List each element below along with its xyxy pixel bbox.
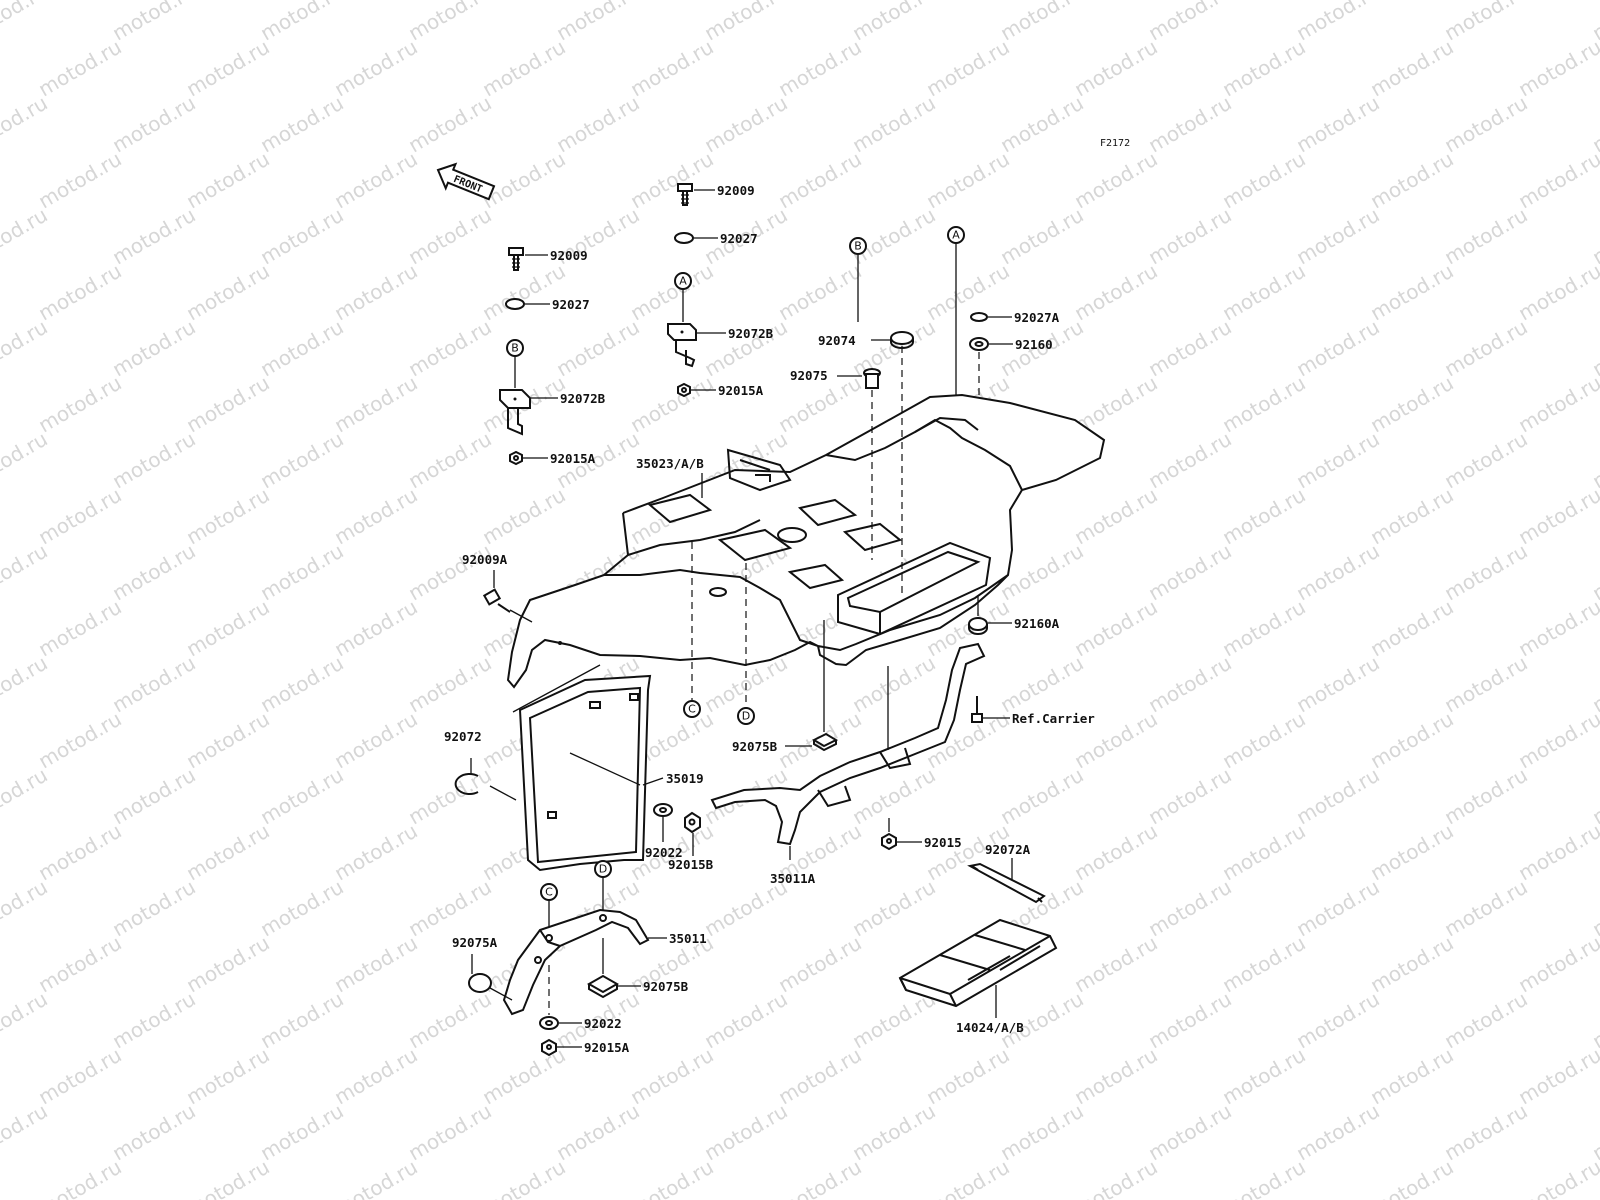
label-92022-bot: 92022: [584, 1016, 622, 1031]
label-92022-mid: 92022: [645, 845, 683, 860]
label-14024: 14024/A/B: [956, 1020, 1024, 1035]
svg-text:B: B: [854, 240, 862, 253]
callout-a-right: A: [947, 226, 965, 244]
label-92075b-bot: 92075B: [643, 979, 689, 994]
bracket-35011: [502, 908, 650, 1016]
label-92009-left: 92009: [550, 248, 588, 263]
clip-92072b-left: [499, 389, 531, 436]
label-92072: 92072: [444, 729, 482, 744]
label-92015a-top: 92015A: [718, 383, 764, 398]
svg-text:D: D: [742, 710, 750, 723]
clip-92072: [454, 773, 479, 795]
svg-text:A: A: [679, 275, 687, 288]
callout-c-mid: C: [683, 700, 701, 718]
label-35023: 35023/A/B: [636, 456, 704, 471]
bracket-35011a: [710, 642, 986, 846]
rear-fender: [506, 393, 1106, 689]
label-35011a: 35011A: [770, 871, 816, 886]
callout-c-low: C: [540, 883, 558, 901]
front-arrow: FRONT: [436, 162, 496, 201]
callout-b-right: B: [849, 237, 867, 255]
clip-92072b-top: [667, 323, 697, 368]
washer-92027-top: [674, 232, 694, 244]
callout-b-left: B: [506, 339, 524, 357]
callout-d-low: D: [594, 860, 612, 878]
label-92072a: 92072A: [985, 842, 1031, 857]
washer-92022-bot: [539, 1016, 559, 1030]
bolt-92009-left: [508, 247, 524, 271]
cap-92075a: [468, 973, 492, 993]
label-92015: 92015: [924, 835, 962, 850]
plug-92075: [863, 368, 881, 389]
nut-92015a-left: [509, 450, 523, 466]
svg-text:B: B: [511, 342, 519, 355]
label-92075: 92075: [790, 368, 828, 383]
washer-92027-left: [505, 298, 525, 310]
label-92015a-bot: 92015A: [584, 1040, 630, 1055]
bolt-ref-carrier: [971, 696, 983, 723]
cap-92074: [890, 331, 914, 349]
callout-a-top: A: [674, 272, 692, 290]
grommet-92160a: [968, 617, 988, 635]
washer-92027a: [970, 312, 988, 322]
label-92015b: 92015B: [668, 857, 714, 872]
nut-92015a-bot: [541, 1038, 557, 1057]
label-92072b-top: 92072B: [728, 326, 774, 341]
pad-92075b-bot: [586, 974, 620, 999]
label-92075b-mid: 92075B: [732, 739, 778, 754]
label-92009-top: 92009: [717, 183, 755, 198]
nut-92015: [881, 832, 897, 851]
label-92160a: 92160A: [1014, 616, 1060, 631]
label-92074: 92074: [818, 333, 856, 348]
mudflap-35019: [518, 674, 652, 872]
label-92015a-left: 92015A: [550, 451, 596, 466]
label-92075a: 92075A: [452, 935, 498, 950]
label-92160: 92160: [1015, 337, 1053, 352]
pad-92075b-mid: [811, 732, 839, 752]
bolt-92009a: [482, 588, 511, 613]
nut-92015b: [684, 811, 701, 834]
svg-text:D: D: [599, 863, 607, 876]
label-92072b-left: 92072B: [560, 391, 606, 406]
label-ref-carrier: Ref.Carrier: [1012, 711, 1095, 726]
label-92027a: 92027A: [1014, 310, 1060, 325]
label-92027-left: 92027: [552, 297, 590, 312]
washer-92022-mid: [653, 803, 673, 817]
label-35011: 35011: [669, 931, 707, 946]
callout-d-mid: D: [737, 707, 755, 725]
label-92027-top: 92027: [720, 231, 758, 246]
label-35019: 35019: [666, 771, 704, 786]
svg-text:A: A: [952, 229, 960, 242]
mat-14024: [898, 918, 1058, 1008]
nut-92015a-top: [677, 382, 691, 398]
svg-text:C: C: [545, 886, 553, 899]
label-92009a: 92009A: [462, 552, 508, 567]
grommet-92160: [969, 337, 989, 351]
strap-92072a: [967, 862, 1046, 904]
bolt-92009-top: [677, 183, 693, 206]
figure-id: F2172: [1100, 138, 1130, 149]
svg-text:C: C: [688, 703, 696, 716]
